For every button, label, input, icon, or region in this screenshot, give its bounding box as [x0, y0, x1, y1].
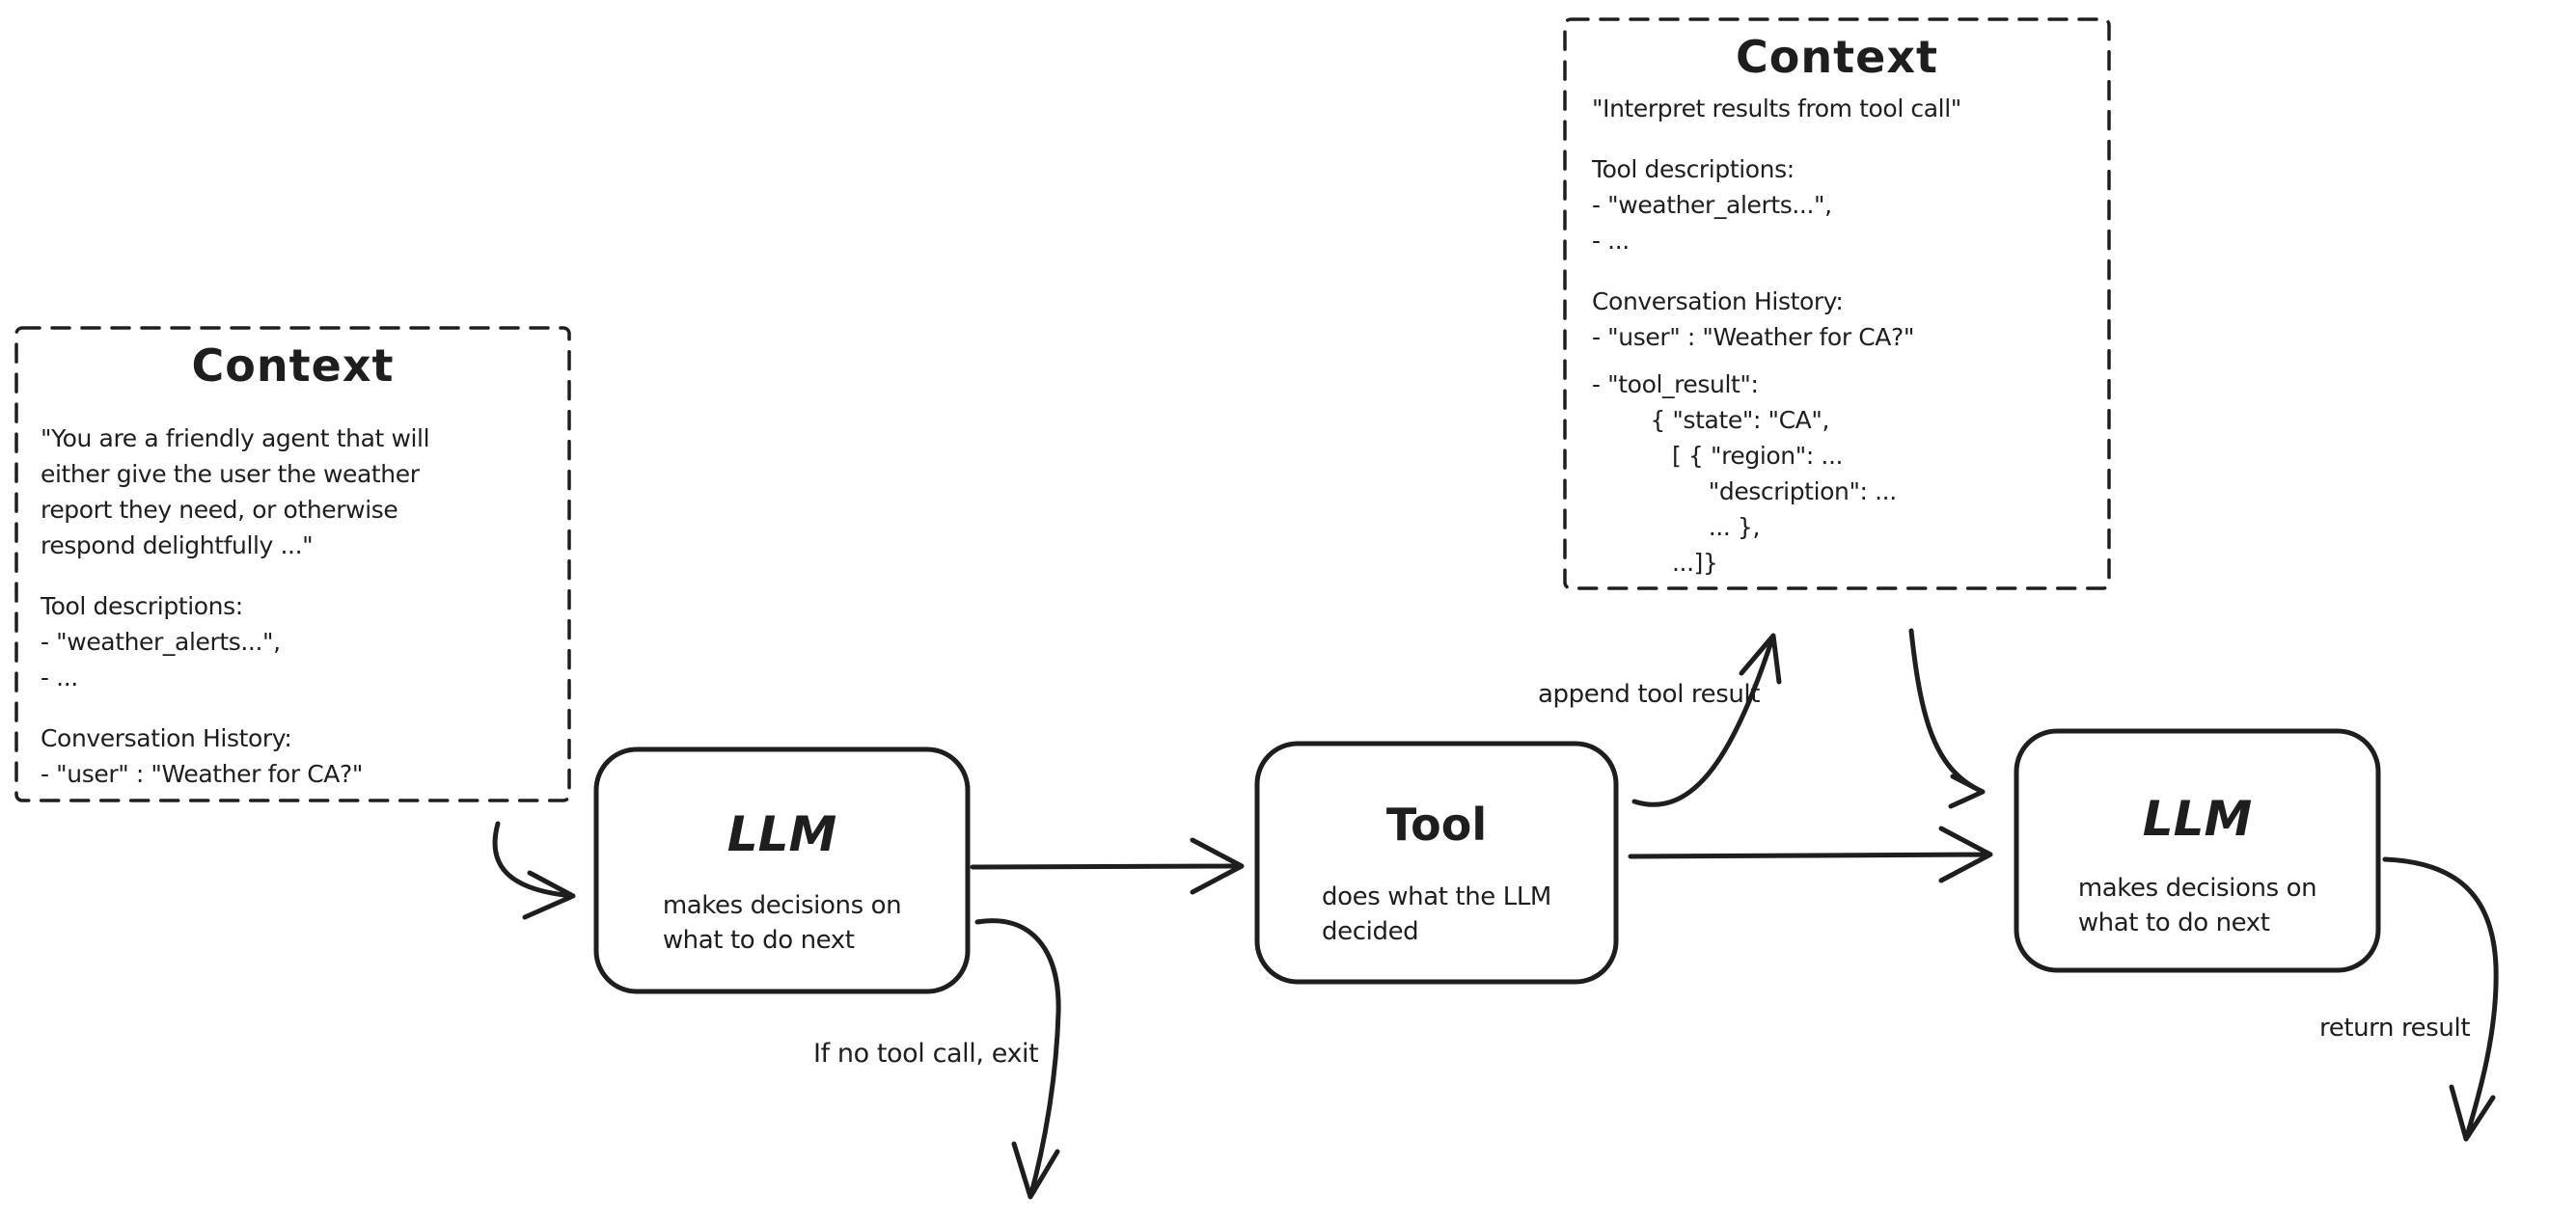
context-line: either give the user the weather	[41, 460, 420, 488]
llm1-box-outline	[593, 746, 971, 994]
context-top-title: Context	[1736, 31, 1938, 83]
arrow-append-tool-result	[1631, 633, 1782, 807]
context-line: ...]}	[1592, 549, 1718, 577]
context-line: - ...	[41, 664, 78, 692]
arrow-tool-to-llm2	[1628, 826, 1993, 883]
arrow-context-left-to-llm1	[492, 821, 576, 920]
tool-desc-line1: does what the LLM	[1322, 882, 1551, 911]
llm1-desc-line1: makes decisions on	[662, 891, 902, 920]
llm2-box-outline	[2014, 728, 2381, 973]
context-line: Tool descriptions:	[1592, 155, 1795, 183]
arrow-llm1-to-tool	[970, 837, 1245, 895]
context-line: - ...	[1592, 227, 1630, 255]
context-line: Tool descriptions:	[41, 592, 243, 620]
arrow-context-top-to-llm2	[1908, 628, 1986, 809]
context-line: report they need, or otherwise	[41, 496, 398, 524]
context-left-box-outline	[14, 326, 571, 802]
context-line: "Interpret results from tool call"	[1592, 95, 1961, 122]
context-line: Conversation History:	[1592, 287, 1844, 315]
llm2-node-subtitle: makes decisions on what to do next	[2016, 871, 2378, 940]
append-tool-result-label: append tool result	[1538, 680, 1761, 709]
context-line: { "state": "CA",	[1592, 406, 1830, 434]
tool-node-subtitle: does what the LLM decided	[1257, 880, 1616, 949]
context-line: - "user" : "Weather for CA?"	[1592, 323, 1914, 351]
llm2-desc-line1: makes decisions on	[2077, 874, 2317, 903]
context-left-body: "You are a friendly agent that will eith…	[41, 421, 430, 792]
tool-node-title: Tool	[1385, 799, 1488, 851]
context-top-box-outline	[1563, 17, 2111, 590]
context-line: "description": ...	[1592, 477, 1897, 505]
context-line: "You are a friendly agent that will	[41, 424, 430, 452]
arrow-llm2-return-result	[2382, 856, 2499, 1142]
context-line: - "tool_result":	[1592, 370, 1759, 398]
context-line: [ { "region": ...	[1592, 442, 1844, 470]
llm1-node-title: LLM	[726, 806, 837, 862]
context-line: respond delightfully ..."	[41, 531, 314, 559]
context-line: - "user" : "Weather for CA?"	[41, 760, 363, 788]
context-line: - "weather_alerts...",	[41, 628, 281, 656]
no-tool-call-exit-label: If no tool call, exit	[813, 1039, 1039, 1069]
arrow-llm1-exit	[974, 918, 1061, 1200]
context-top-body: "Interpret results from tool call" Tool …	[1592, 91, 1961, 581]
llm1-desc-line2: what to do next	[662, 926, 855, 955]
context-line: ... },	[1592, 513, 1761, 541]
llm2-desc-line2: what to do next	[2077, 909, 2270, 937]
context-left-title: Context	[191, 339, 395, 392]
tool-box-outline	[1254, 741, 1619, 985]
context-line: - "weather_alerts...",	[1592, 191, 1832, 219]
tool-desc-line2: decided	[1322, 917, 1419, 946]
return-result-label: return result	[2319, 1014, 2471, 1043]
llm2-node-title: LLM	[2142, 791, 2253, 847]
context-line: Conversation History:	[41, 724, 292, 752]
llm1-node-subtitle: makes decisions on what to do next	[596, 888, 968, 958]
